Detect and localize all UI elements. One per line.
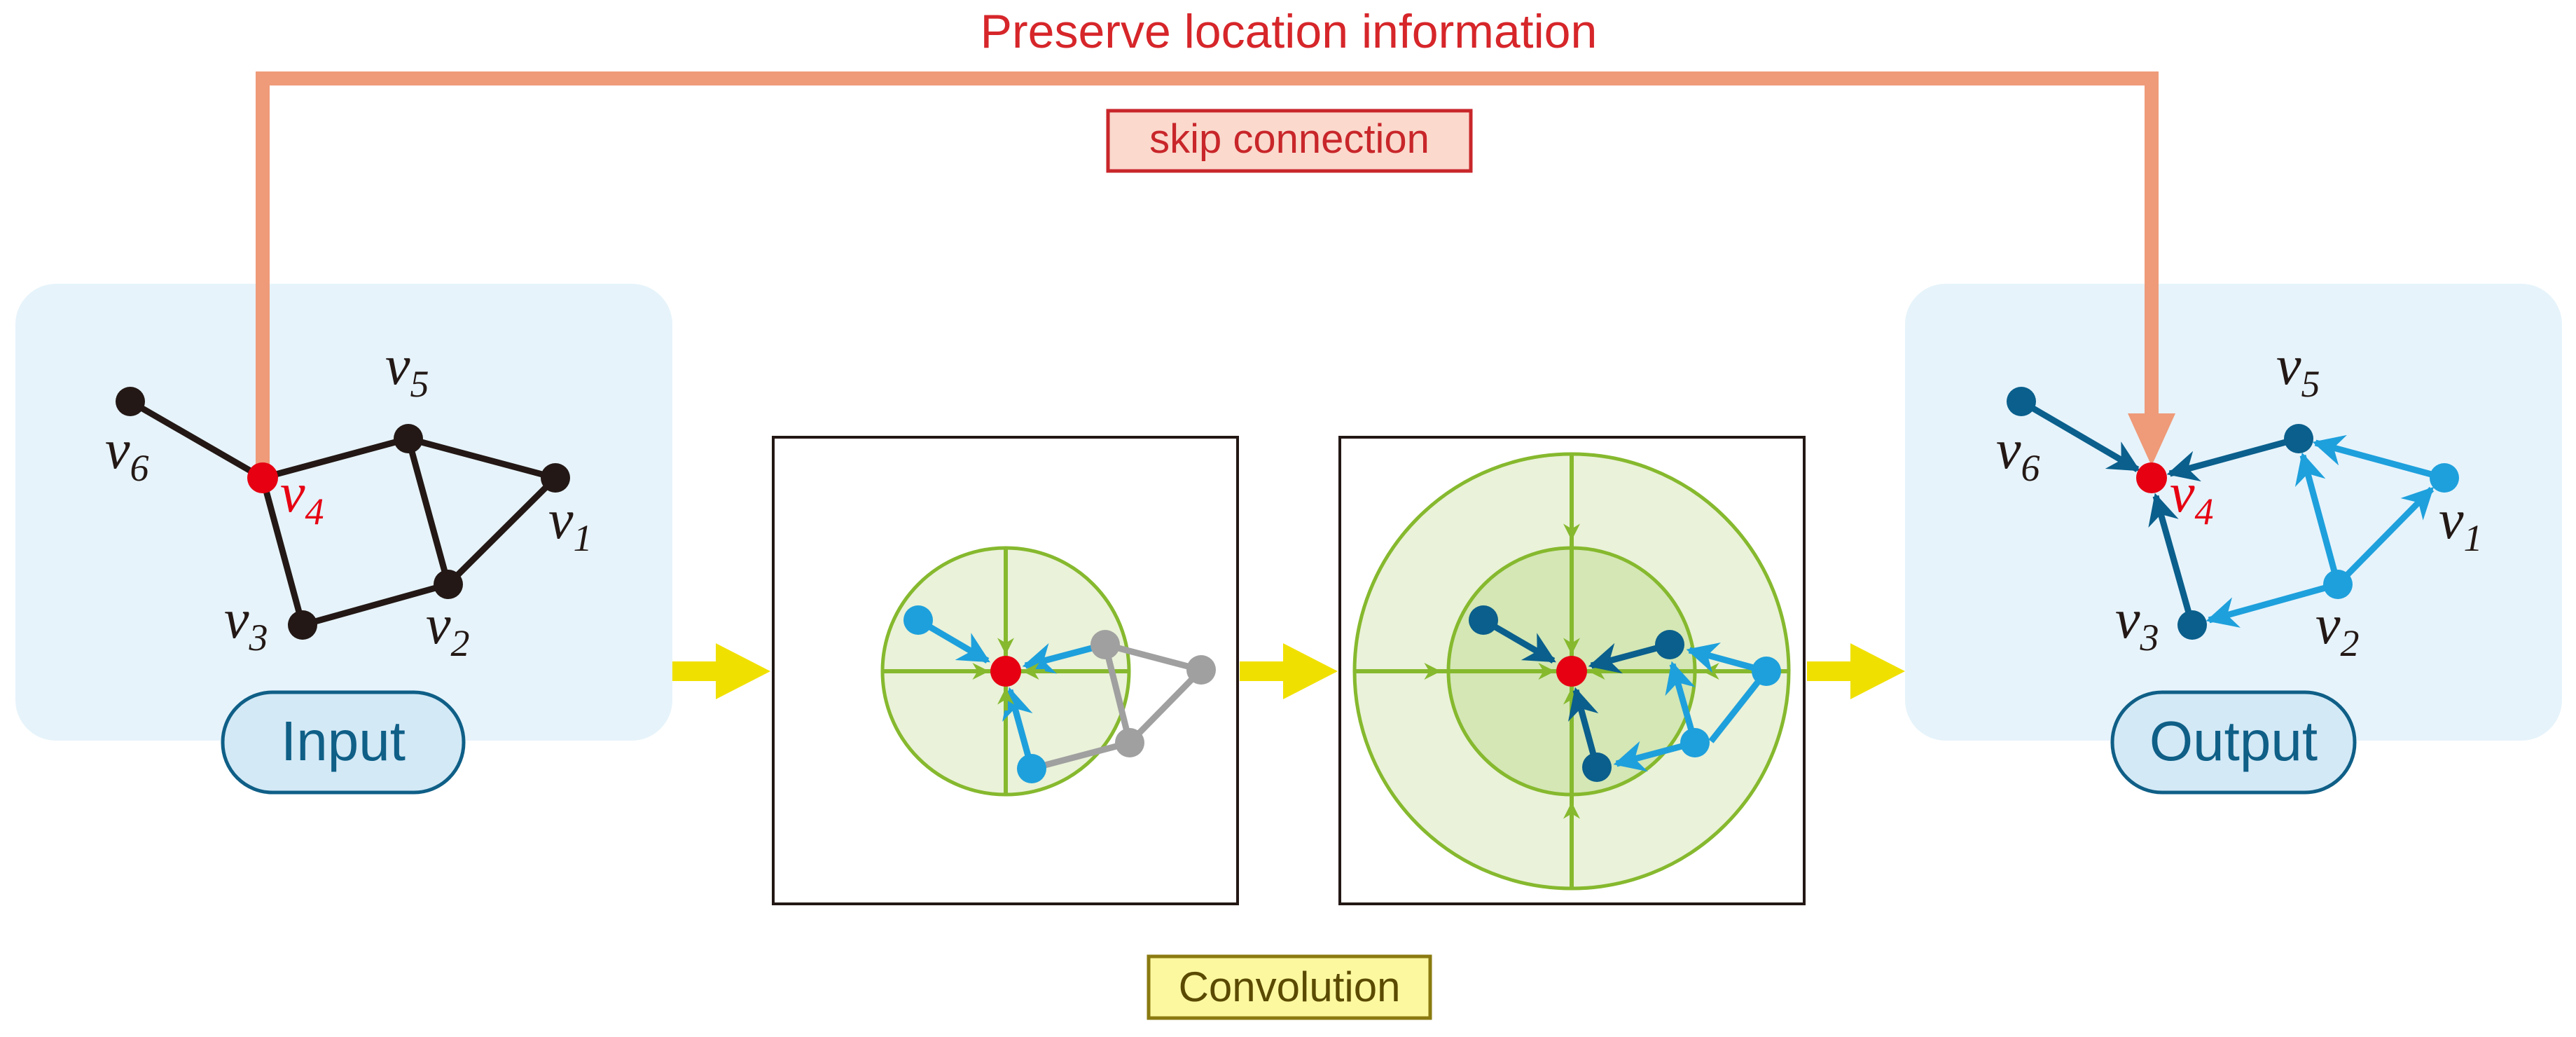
- output-node-v2: [2323, 570, 2353, 599]
- output-label-v4: v4: [2170, 462, 2214, 533]
- edge-v1-v2: [445, 474, 559, 588]
- conv-step-1-node-gray-c: [1115, 728, 1144, 757]
- input-node-v6: [116, 387, 145, 416]
- conv-step-2-node-right-outer: [1752, 657, 1781, 686]
- edge-v2-v3: [299, 581, 452, 629]
- conv-step-1-node-center: [990, 656, 1021, 687]
- conv-step-2-edge-right-to-lower: [1708, 669, 1769, 743]
- conv-step-2-green-outer-arrows: [1366, 465, 1778, 877]
- conv-step-2-node-upper-right: [1655, 630, 1684, 659]
- conv-step-1-gray-edges: [1028, 641, 1205, 772]
- edge-v6-v4: [127, 398, 266, 481]
- conv-step-1-node-bottom: [1017, 754, 1046, 783]
- conv-step-1-node-gray-b: [1186, 655, 1216, 685]
- output-edge-v2-v5: [2294, 452, 2341, 586]
- title-text: Preserve location information: [981, 5, 1598, 58]
- output-pill-label: Output: [2149, 710, 2318, 772]
- skip-connection-line: [256, 71, 2159, 480]
- output-pill: [2110, 690, 2357, 795]
- output-node-v1: [2430, 463, 2459, 493]
- output-label-v3: v3: [2115, 589, 2159, 659]
- output-edge-v2-v1: [2335, 486, 2435, 587]
- output-edge-v6-v4: [2019, 399, 2140, 472]
- input-panel: [15, 284, 672, 741]
- output-node-v3: [2177, 610, 2207, 640]
- conv-step-2-node-lower: [1680, 728, 1710, 757]
- skip-connection-label: skip connection: [1149, 116, 1429, 162]
- conv-step-1-node-gray-a: [1090, 630, 1120, 659]
- output-label-v5: v5: [2276, 335, 2320, 405]
- input-label-v1: v1: [548, 489, 593, 559]
- output-edge-v2-v3: [2205, 581, 2339, 628]
- edge-v4-v5: [259, 435, 412, 481]
- output-node-v5: [2284, 424, 2313, 453]
- conv-step-2-node-left: [1469, 605, 1498, 635]
- input-label-v2: v2: [426, 594, 470, 664]
- input-pill-label: Input: [281, 710, 406, 772]
- conv-step-1-green-arrows: [967, 632, 1045, 710]
- output-edge-v3-v4: [2148, 493, 2196, 626]
- output-edge-v5-v4: [2166, 435, 2300, 482]
- input-node-v4: [247, 462, 278, 493]
- input-label-v6: v6: [105, 419, 149, 489]
- input-node-v3: [288, 610, 317, 640]
- output-node-v6: [2007, 387, 2036, 416]
- input-node-v5: [394, 424, 423, 453]
- skip-connection-box: [1106, 109, 1473, 173]
- output-edge-v1-v5: [2312, 434, 2446, 481]
- skip-connection-arrowhead-icon: [2128, 413, 2175, 466]
- conv-step-2-node-center: [1556, 656, 1587, 687]
- edge-v3-v4: [259, 474, 306, 629]
- conv-step-2-node-bottom: [1582, 753, 1612, 782]
- output-node-v4: [2136, 462, 2167, 493]
- convolution-box: [1147, 954, 1432, 1020]
- input-label-v3: v3: [224, 589, 268, 659]
- input-node-v2: [434, 570, 463, 599]
- input-pill: [221, 690, 466, 795]
- input-label-v5: v5: [385, 335, 429, 405]
- input-label-v4: v4: [280, 462, 324, 533]
- input-node-v1: [541, 463, 570, 493]
- output-label-v2: v2: [2315, 594, 2360, 664]
- yellow-arrow-1-icon: [672, 643, 770, 699]
- yellow-arrow-2-icon: [1240, 643, 1338, 699]
- input-graph: [127, 398, 559, 629]
- edge-v5-v2: [405, 435, 452, 588]
- convolution-label: Convolution: [1179, 963, 1401, 1010]
- output-label-v6: v6: [1996, 419, 2040, 489]
- output-panel: [1905, 284, 2562, 741]
- conv-step-1-node-left: [903, 605, 933, 635]
- yellow-arrow-3-icon: [1807, 643, 1905, 699]
- edge-v5-v1: [405, 435, 559, 481]
- output-label-v1: v1: [2439, 489, 2483, 559]
